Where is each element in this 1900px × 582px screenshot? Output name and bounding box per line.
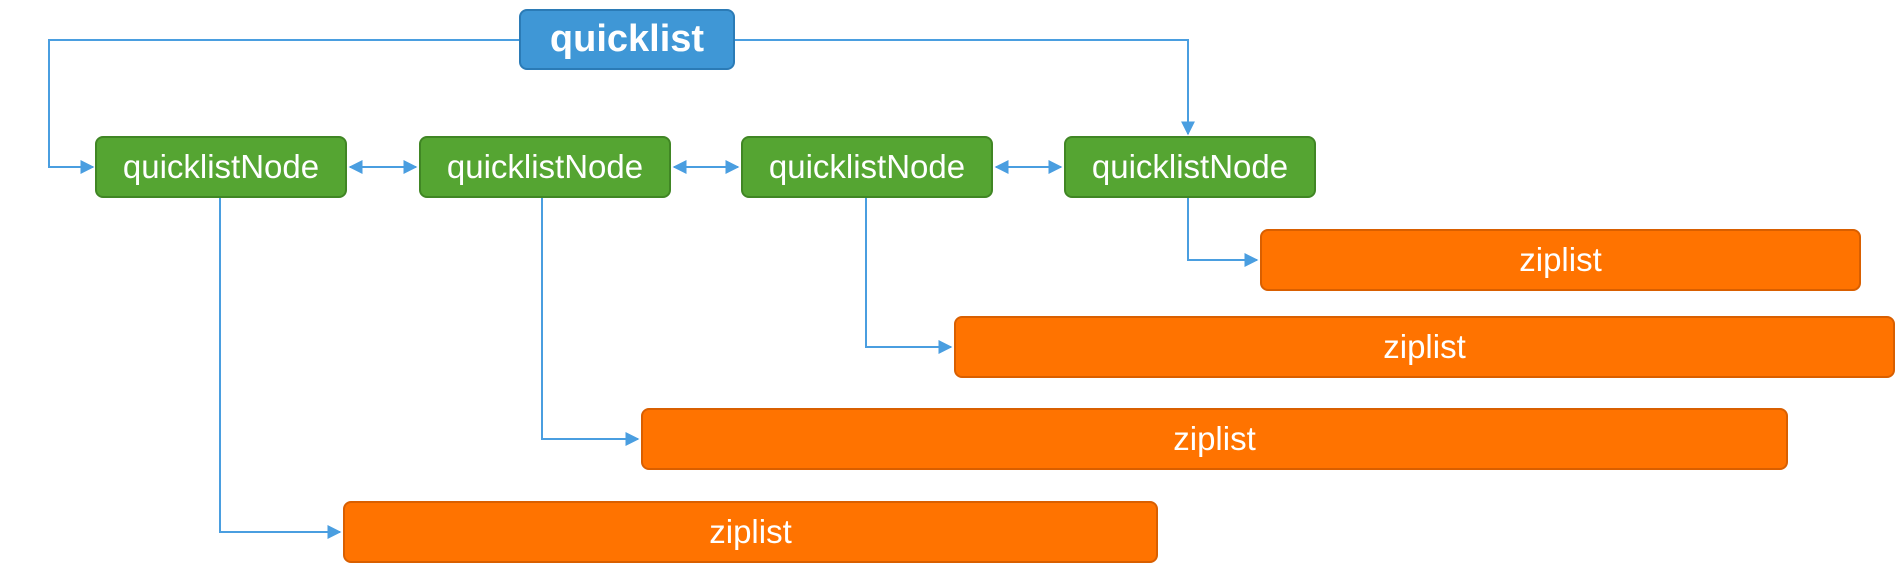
head-pointer-arrow: [48, 39, 519, 174]
node-4-ziplist-arrow: [1187, 198, 1259, 267]
quicklist-label: quicklist: [549, 18, 705, 60]
ziplist-node-2: ziplist: [641, 408, 1788, 470]
quicklist-node-1: quicklistNode: [95, 136, 347, 198]
ziplist-node-1: ziplist: [343, 501, 1158, 563]
ziplist-node-3: ziplist: [954, 316, 1895, 378]
ziplist-label: ziplist: [1383, 328, 1466, 365]
tail-pointer-arrow: [735, 39, 1195, 136]
quicklist-node-label: quicklistNode: [1091, 148, 1289, 185]
quicklist-node-4: quicklistNode: [1064, 136, 1316, 198]
ziplist-label: ziplist: [1173, 420, 1256, 457]
node-3-ziplist-arrow: [865, 198, 953, 354]
quicklist-node-2: quicklistNode: [419, 136, 671, 198]
quicklist-box: quicklist: [519, 9, 735, 70]
quicklist-node-label: quicklistNode: [768, 148, 966, 185]
node-2-ziplist-arrow: [541, 198, 640, 446]
ziplist-node-4: ziplist: [1260, 229, 1861, 291]
ziplist-label: ziplist: [709, 513, 792, 550]
ziplist-label: ziplist: [1519, 241, 1602, 278]
quicklist-node-3: quicklistNode: [741, 136, 993, 198]
quicklist-node-label: quicklistNode: [122, 148, 320, 185]
node-1-ziplist-arrow: [219, 198, 342, 539]
quicklist-node-label: quicklistNode: [446, 148, 644, 185]
